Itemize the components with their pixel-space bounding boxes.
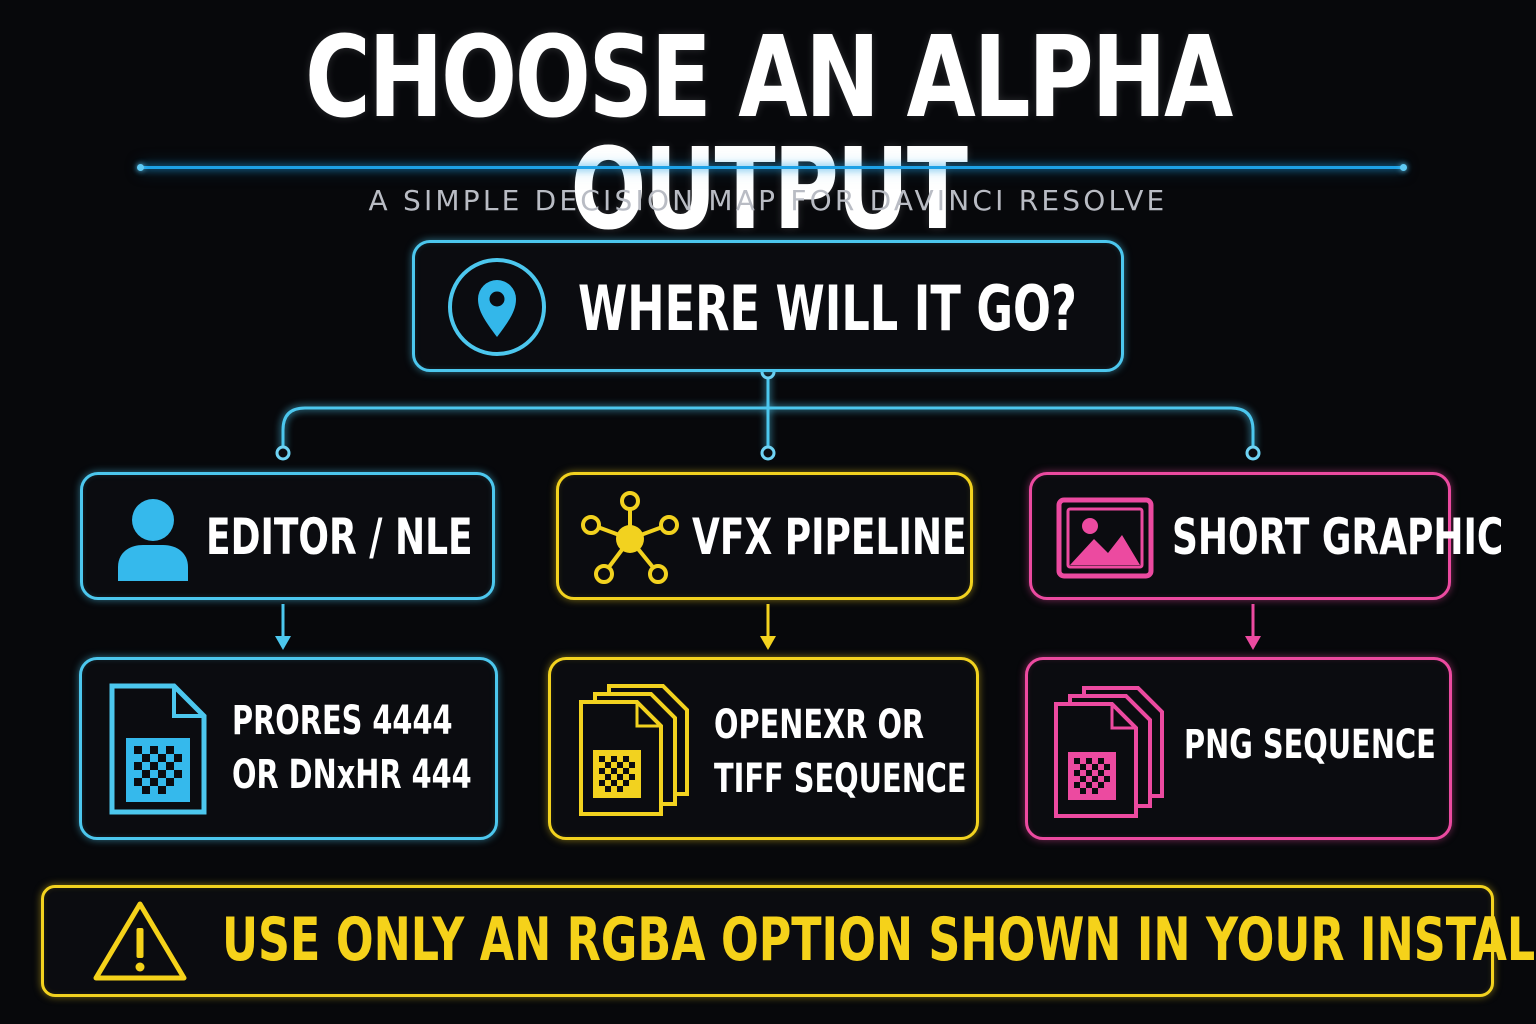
user-icon bbox=[118, 499, 188, 581]
file-stack-icon bbox=[579, 684, 689, 816]
category-box-editor bbox=[80, 472, 495, 600]
format-box-openexr bbox=[548, 657, 979, 840]
warning-label: USE ONLY AN RGBA OPTION SHOWN IN YOUR IN… bbox=[222, 905, 1536, 975]
question-box bbox=[412, 240, 1124, 372]
alpha-file-icon bbox=[109, 683, 207, 815]
format-label-png: PNG SEQUENCE bbox=[1184, 722, 1436, 768]
title-divider bbox=[140, 166, 1404, 169]
format-box-prores bbox=[79, 657, 498, 840]
category-label-editor: EDITOR / NLE bbox=[206, 508, 473, 566]
format-label-openexr: OPENEXR OR TIFF SEQUENCE bbox=[714, 702, 967, 802]
warning-banner bbox=[41, 885, 1494, 997]
network-nodes-icon bbox=[581, 491, 679, 584]
page-subtitle: A SIMPLE DECISION MAP FOR DAVINCI RESOLV… bbox=[368, 184, 1168, 217]
question-label: WHERE WILL IT GO? bbox=[578, 272, 1077, 345]
category-label-vfx: VFX PIPELINE bbox=[692, 508, 967, 566]
divider-endpoint bbox=[1400, 164, 1407, 171]
warning-triangle-icon bbox=[93, 901, 187, 981]
category-box-graphic bbox=[1029, 472, 1451, 600]
category-label-graphic: SHORT GRAPHIC bbox=[1172, 508, 1504, 566]
category-box-vfx bbox=[556, 472, 973, 600]
divider-endpoint bbox=[137, 164, 144, 171]
image-icon bbox=[1056, 497, 1154, 579]
format-box-png bbox=[1025, 657, 1452, 840]
format-label-prores: PRORES 4444 OR DNxHR 444 bbox=[232, 698, 472, 798]
page-title: CHOOSE AN ALPHA OUTPUT bbox=[305, 13, 1233, 255]
file-stack-icon bbox=[1054, 686, 1164, 818]
location-pin-icon bbox=[448, 258, 546, 356]
